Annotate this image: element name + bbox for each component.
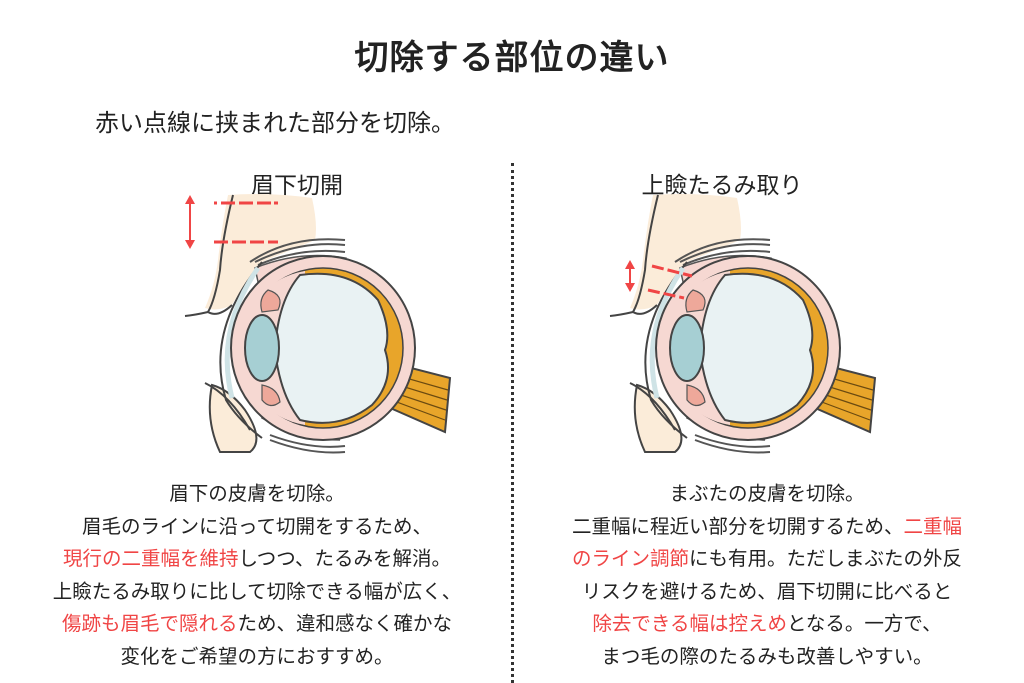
description-line: のライン調節にも有用。ただしまぶたの外反 (517, 543, 1017, 576)
description-line: 上瞼たるみ取りに比して切除できる幅が広く、 (7, 576, 507, 609)
highlight-text: 除去できる幅は控えめ (592, 612, 787, 635)
description-line: まつ毛の際のたるみも改善しやすい。 (517, 641, 1017, 674)
body-text: 二重幅に程近い部分を切開するため、 (571, 514, 904, 538)
highlight-text: 二重幅 (903, 514, 963, 538)
body-text: 眉毛のラインに沿って切開をするため、 (81, 514, 433, 538)
description-line: 二重幅に程近い部分を切開するため、二重幅 (517, 511, 1017, 544)
body-text: リスクを避けるため、眉下切開に比べると (581, 579, 953, 603)
left-description: 眉下の皮膚を切除。眉毛のラインに沿って切開をするため、現行の二重幅を維持しつつ、… (7, 478, 507, 673)
subtitle: 赤い点線に挟まれた部分を切除。 (95, 109, 455, 137)
body-text: まつ毛の際のたるみも改善しやすい。 (601, 644, 933, 668)
highlight-text: 傷跡も眉毛で隠れる (61, 612, 238, 635)
description-line: リスクを避けるため、眉下切開に比べると (517, 576, 1017, 609)
description-line: 傷跡も眉毛で隠れるため、違和感なく確かな (7, 608, 507, 641)
body-text: しつつ、たるみを解消。 (238, 547, 452, 570)
body-text: まぶたの皮膚を切除。 (669, 482, 865, 505)
description-line: 眉下の皮膚を切除。 (7, 478, 507, 511)
highlight-text: 現行の二重幅を維持 (62, 547, 239, 570)
right-description: まぶたの皮膚を切除。二重幅に程近い部分を切開するため、二重幅のライン調節にも有用… (517, 478, 1017, 673)
page-title: 切除する部位の違い (354, 38, 670, 78)
description-line: 眉毛のラインに沿って切開をするため、 (7, 511, 507, 544)
body-text: となる。一方で、 (786, 612, 942, 635)
body-text: 上瞼たるみ取りに比して切除できる幅が広く、 (52, 579, 462, 603)
left-cut-lines (185, 195, 278, 249)
body-text: ため、違和感なく確かな (237, 612, 453, 635)
eye-illustration-right (610, 194, 875, 453)
dotted-divider (511, 163, 514, 683)
body-text: 変化をご希望の方におすすめ。 (120, 644, 394, 668)
right-cut-lines (625, 260, 693, 300)
eye-illustration-left (185, 194, 450, 453)
description-line: 現行の二重幅を維持しつつ、たるみを解消。 (7, 543, 507, 576)
description-line: 除去できる幅は控えめとなる。一方で、 (517, 608, 1017, 641)
description-line: 変化をご希望の方におすすめ。 (7, 641, 507, 674)
description-line: まぶたの皮膚を切除。 (517, 478, 1017, 511)
body-text: 眉下の皮膚を切除。 (169, 482, 345, 505)
highlight-text: のライン調節 (571, 547, 689, 570)
body-text: にも有用。ただしまぶたの外反 (689, 547, 963, 570)
